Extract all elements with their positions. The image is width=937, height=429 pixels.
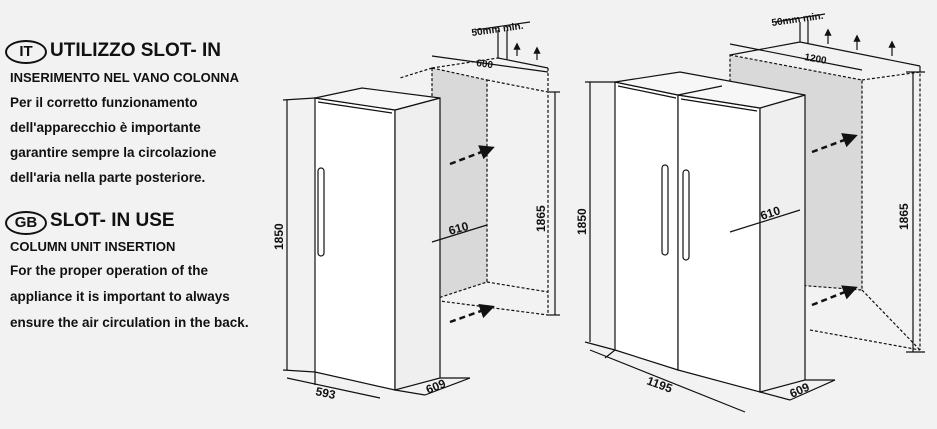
double-inner-depth-label: 610 [759,203,783,223]
double-airflow-arrow-top [811,133,858,154]
single-fridge-handle [317,167,325,257]
it-line-3: garantire sempre la circolazione [10,145,217,160]
single-inner-depth-label: 610 [447,219,470,238]
double-height-label: 1850 [575,208,589,235]
double-airflow-arrow-bottom [811,285,858,307]
single-fridge-top [314,87,441,111]
double-fridge-side [759,94,806,393]
double-niche-height-label: 1865 [897,203,911,230]
double-fridge-left-handle [661,164,669,256]
gb-line-2: appliance it is important to always [10,289,230,304]
double-fridge-right-front [677,94,761,393]
it-line-4: dell'aria nella parte posteriore. [10,170,206,185]
double-width-label: 1195 [645,374,675,396]
single-niche-height-label: 1865 [534,205,548,232]
single-airflow-arrow-top [449,145,495,166]
it-line-1: Per il corretto funzionamento [10,95,198,110]
single-niche-back [431,67,488,301]
double-fridge-right-handle [682,169,690,261]
it-subtitle: INSERIMENTO NEL VANO COLONNA [10,70,239,85]
double-niche-width-label: 1200 [803,52,827,67]
single-unit-diagram [282,21,560,399]
single-airflow-arrow-bottom [449,303,495,324]
gb-line-3: ensure the air circulation in the back. [10,315,249,330]
gb-line-1: For the proper operation of the [10,263,208,278]
gb-language-badge: GB [5,211,47,235]
single-width-label: 593 [314,384,337,402]
gb-subtitle: COLUMN UNIT INSERTION [10,239,176,254]
double-fridge-top [614,71,806,109]
single-height-label: 1850 [272,223,286,250]
single-fridge-front [314,97,396,391]
double-clearance-label: 50mm min. [771,11,824,29]
single-niche-width-label: 600 [476,58,494,71]
it-title: UTILIZZO SLOT- IN [50,40,221,61]
double-unit-diagram [584,13,925,413]
it-line-2: dell'apparecchio è importante [10,120,201,135]
gb-title: SLOT- IN USE [50,210,175,231]
it-language-badge: IT [5,40,47,64]
single-fridge-side [394,97,441,391]
